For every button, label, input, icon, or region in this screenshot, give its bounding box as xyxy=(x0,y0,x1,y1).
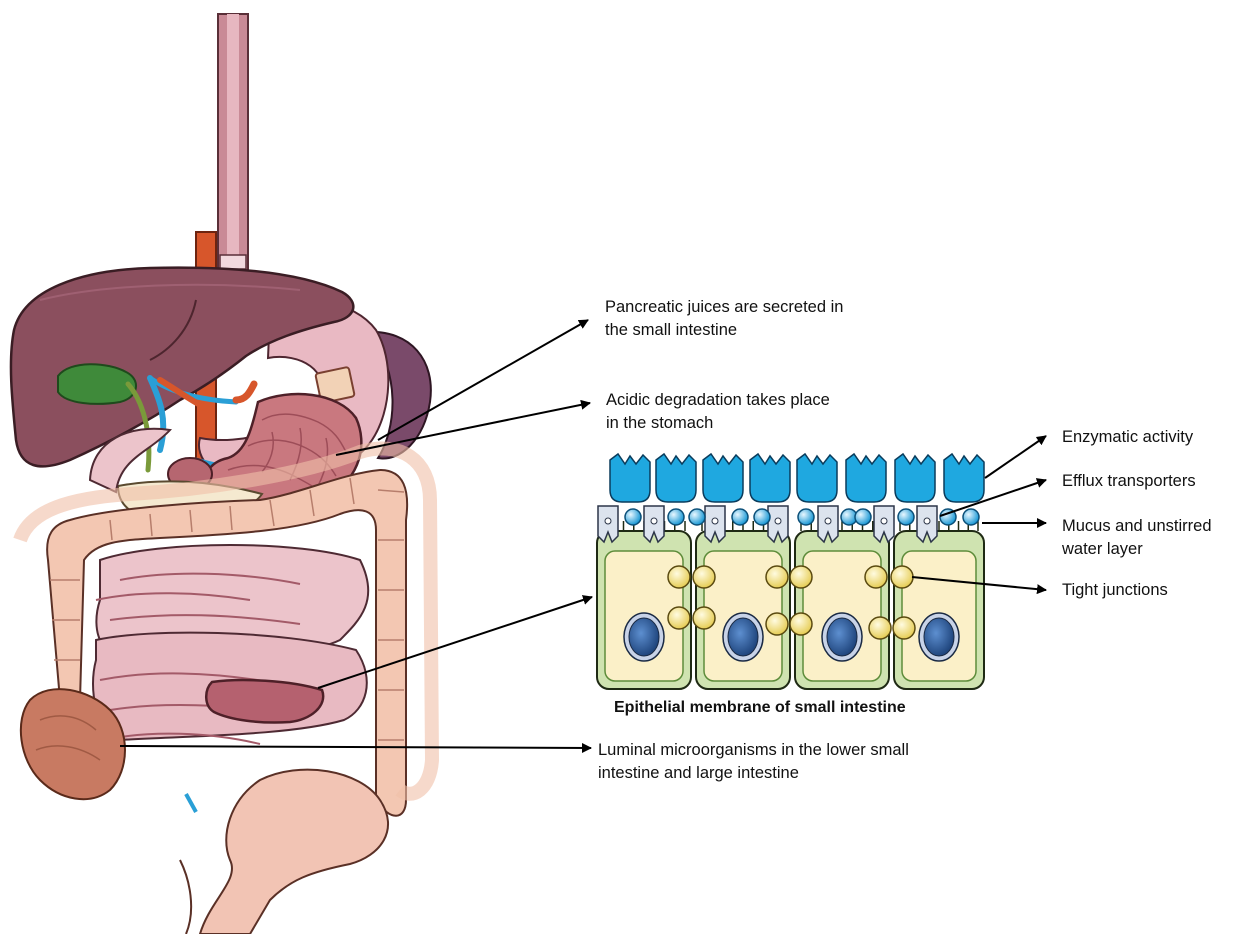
mucus-bead xyxy=(732,509,748,525)
label-acidic-line-1: Acidic degradation takes place xyxy=(606,389,830,412)
gallbladder xyxy=(58,364,136,404)
tight-junction xyxy=(891,566,913,588)
transporter-pore xyxy=(825,518,831,524)
digestive-system-illustration xyxy=(11,14,432,934)
transporter-pore xyxy=(775,518,781,524)
tight-junction xyxy=(693,566,715,588)
arrow-enzymatic xyxy=(985,436,1046,478)
tight-junction xyxy=(893,617,915,639)
label-efflux-line-1: Efflux transporters xyxy=(1062,470,1196,493)
tight-junction xyxy=(865,566,887,588)
label-pancreatic-line-2: the small intestine xyxy=(605,319,843,342)
label-mucus-line-2: water layer xyxy=(1062,538,1212,561)
label-pancreatic-juices: Pancreatic juices are secreted in the sm… xyxy=(605,296,843,342)
tight-junction xyxy=(790,613,812,635)
label-efflux-transporters: Efflux transporters xyxy=(1062,470,1196,493)
nucleus xyxy=(728,618,758,656)
enzyme xyxy=(797,454,837,502)
mucus-bead xyxy=(855,509,871,525)
transporter-pore xyxy=(712,518,718,524)
mucus-bead xyxy=(625,509,641,525)
nucleus xyxy=(629,618,659,656)
label-acidic-degradation: Acidic degradation takes place in the st… xyxy=(606,389,830,435)
transporter-pore xyxy=(881,518,887,524)
label-acidic-line-2: in the stomach xyxy=(606,412,830,435)
mucus-bead xyxy=(798,509,814,525)
label-luminal-microorganisms: Luminal microorganisms in the lower smal… xyxy=(598,739,909,785)
small-intestine xyxy=(93,545,368,744)
mucus-bead xyxy=(963,509,979,525)
mucus-bead xyxy=(689,509,705,525)
arrow-luminal xyxy=(120,746,591,748)
esophagus xyxy=(218,14,248,274)
tight-junction xyxy=(693,607,715,629)
enzyme xyxy=(656,454,696,502)
transporter-pore xyxy=(924,518,930,524)
label-luminal-line-1: Luminal microorganisms in the lower smal… xyxy=(598,739,909,762)
rectum xyxy=(200,770,388,934)
label-tight-line-1: Tight junctions xyxy=(1062,579,1168,602)
enzyme xyxy=(846,454,886,502)
tight-junction xyxy=(766,613,788,635)
tight-junction xyxy=(668,607,690,629)
tight-junction xyxy=(790,566,812,588)
transporter-pore xyxy=(605,518,611,524)
nucleus xyxy=(924,618,954,656)
label-tight-junctions: Tight junctions xyxy=(1062,579,1168,602)
label-mucus-water-layer: Mucus and unstirred water layer xyxy=(1062,515,1212,561)
tight-junction xyxy=(766,566,788,588)
label-enzymatic-activity: Enzymatic activity xyxy=(1062,426,1193,449)
mucus-bead xyxy=(898,509,914,525)
mucus-bead xyxy=(754,509,770,525)
mucus-bead xyxy=(668,509,684,525)
enzyme xyxy=(750,454,790,502)
epithelium-caption: Epithelial membrane of small intestine xyxy=(614,699,906,717)
label-luminal-line-2: intestine and large intestine xyxy=(598,762,909,785)
transporter-pore xyxy=(651,518,657,524)
epithelial-membrane-illustration xyxy=(597,454,984,689)
label-pancreatic-line-1: Pancreatic juices are secreted in xyxy=(605,296,843,319)
enzyme xyxy=(895,454,935,502)
tight-junction xyxy=(869,617,891,639)
tight-junction xyxy=(668,566,690,588)
enzyme xyxy=(610,454,650,502)
nucleus xyxy=(827,618,857,656)
label-enzymatic-line-1: Enzymatic activity xyxy=(1062,426,1193,449)
enzyme xyxy=(944,454,984,502)
label-mucus-line-1: Mucus and unstirred xyxy=(1062,515,1212,538)
enzyme xyxy=(703,454,743,502)
